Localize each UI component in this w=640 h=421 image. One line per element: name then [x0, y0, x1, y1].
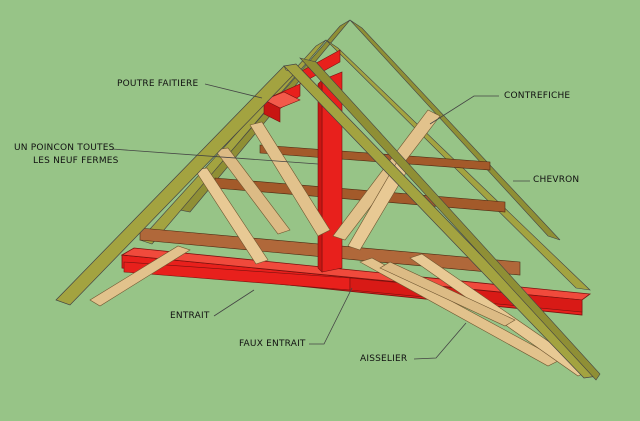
label-chevron: CHEVRON — [533, 175, 580, 185]
leader-lines — [111, 83, 530, 360]
leader-poutre-faitiere — [204, 83, 263, 99]
contrefiches — [194, 109, 441, 265]
leader-aisselier — [413, 322, 467, 360]
label-poincon-line2: LES NEUF FERMES — [33, 156, 119, 166]
label-aisselier: AISSELIER — [360, 354, 408, 364]
leader-contrefiche — [429, 95, 499, 125]
label-contrefiche: CONTREFICHE — [504, 91, 571, 101]
leader-faux-entrait — [309, 287, 353, 345]
label-poincon-line1: UN POINCON TOUTES — [14, 143, 115, 153]
leader-entrait — [213, 289, 255, 317]
label-faux-entrait: FAUX ENTRAIT — [239, 339, 306, 349]
label-poutre-faitiere: POUTRE FAITIERE — [117, 79, 199, 89]
front-rafters — [55, 57, 601, 381]
label-entrait: ENTRAIT — [170, 311, 210, 321]
leader-poincon — [111, 148, 319, 165]
aisseliers — [89, 245, 591, 377]
